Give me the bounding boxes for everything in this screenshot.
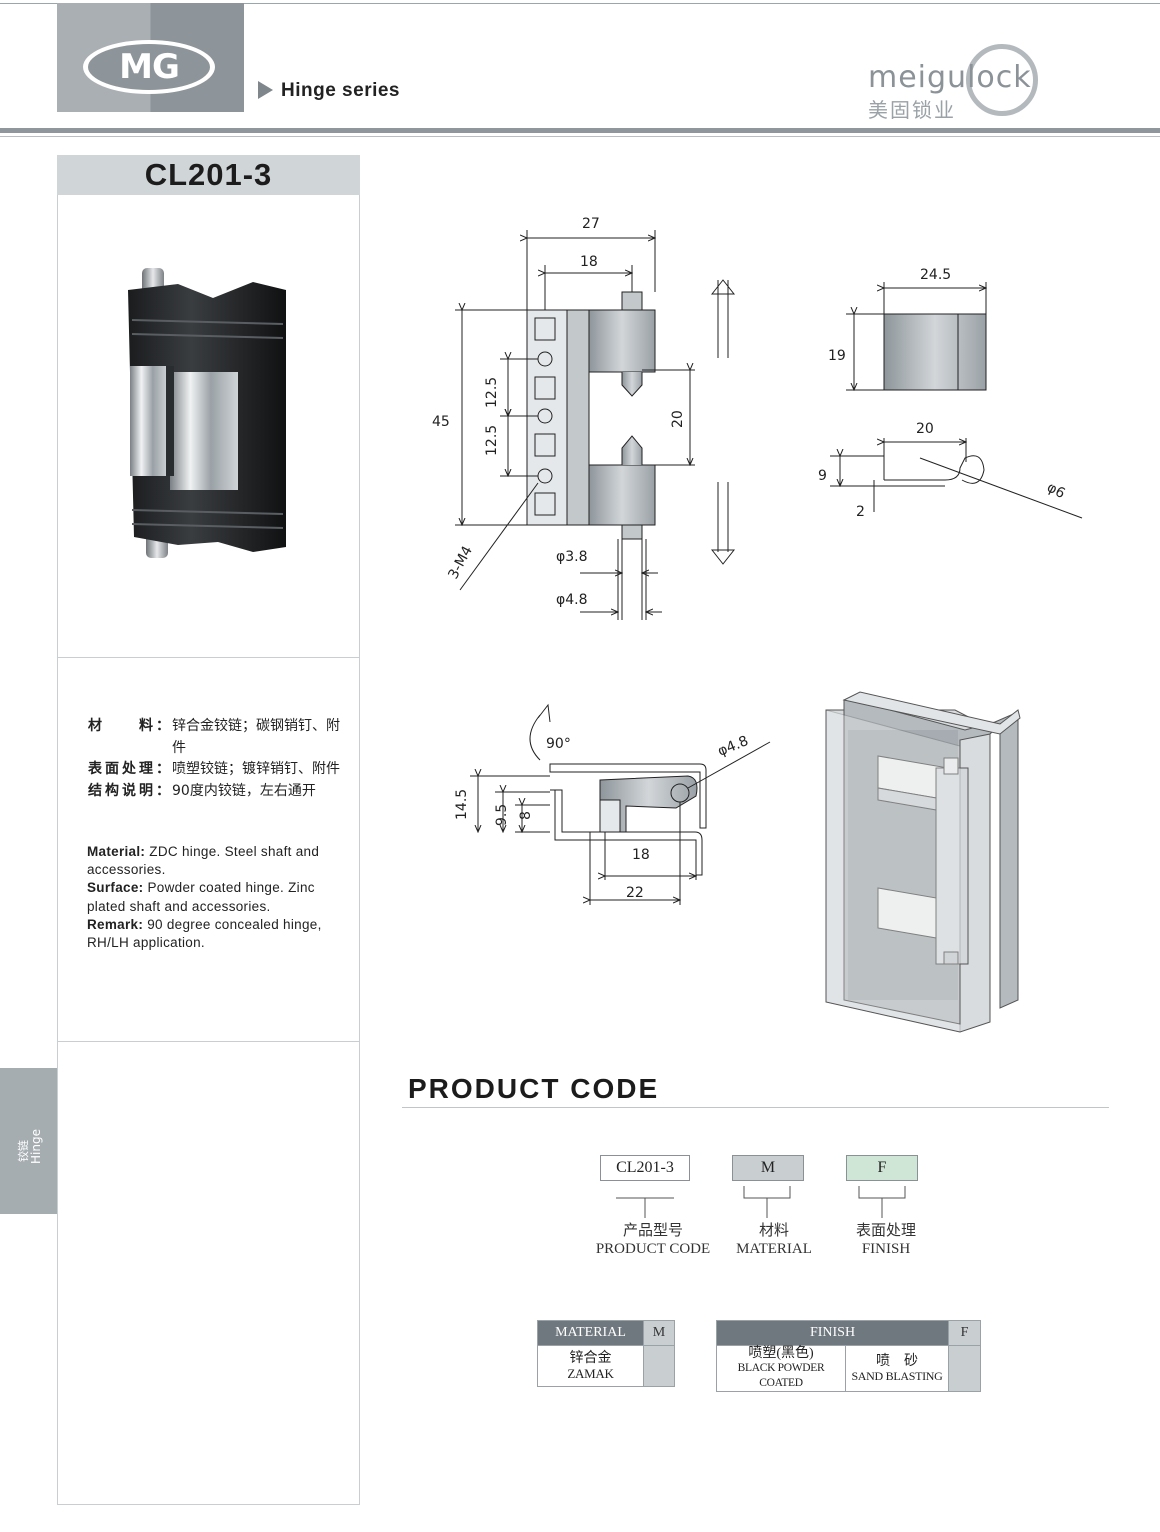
code-box-material: M [732,1155,804,1181]
dim-20: 20 [670,410,686,428]
code-box-finish: F [846,1155,918,1181]
dim-9-5: 9.5 [494,804,510,826]
technical-drawing: 27 18 45 12.5 12.5 20 3-M4 φ3.8 φ4.8 24.… [432,216,1083,1033]
dim-19: 19 [828,348,846,364]
finish-table: FINISH F 喷塑(黑色) BLACK POWDER COATED 喷 砂 … [716,1320,981,1392]
caption-material-en: MATERIAL [736,1241,812,1257]
spec-label: 表面处理： [88,761,170,777]
dim-phi-6: φ6 [1044,479,1068,502]
material-table: MATERIAL M 锌合金 ZAMAK [537,1320,675,1387]
dim-8: 8 [518,811,534,820]
brand-ring-icon [966,44,1038,116]
header-separator [0,128,1160,133]
dim-m4: 3-M4 [445,543,476,581]
spec-value: 锌合金铰链；碳钢销钉、附件 [172,718,340,756]
dim-24-5: 24.5 [920,267,951,283]
dim-phi-3-8: φ3.8 [556,549,588,565]
dim-angle: 90° [546,736,571,752]
caption-model-en: PRODUCT CODE [595,1241,711,1257]
finish-table-blank [948,1345,981,1392]
code-box-model: CL201-3 [600,1155,690,1181]
hinge-photo [128,268,286,558]
model-title: CL201-3 [57,155,360,195]
dim-18-install: 18 [632,847,650,863]
brand-name-cn: 美固锁业 [868,98,956,122]
spec-en-value: 90 degree concealed hinge, RH/LH applica… [87,916,322,951]
dim-22: 22 [626,885,644,901]
dim-14-5: 14.5 [454,789,470,820]
finish-cn: 喷塑(黑色) [748,1346,814,1361]
top-border [0,3,1160,4]
side-tab-en: Hinge [29,1129,43,1164]
product-code-title: PRODUCT CODE [408,1073,660,1104]
specs-cn: 材 料：锌合金铰链；碳钢销钉、附件 表面处理：喷塑铰链；镀锌销钉、附件 结构说明… [88,716,352,802]
code-connectors [616,1186,906,1218]
dim-27: 27 [582,216,600,232]
material-en: ZAMAK [567,1366,614,1381]
front-view [455,230,736,620]
caption-material: 材料 MATERIAL [724,1222,824,1258]
side-tab-cn: 铰链 [16,1140,30,1162]
material-table-code: M [643,1320,675,1346]
dim-2: 2 [856,504,865,520]
caption-model: 产品型号 PRODUCT CODE [588,1222,718,1258]
spec-row: 表面处理：喷塑铰链；镀锌销钉、附件 [88,759,352,781]
dim-phi-4-8: φ4.8 [556,592,588,608]
spec-value: 喷塑铰链；镀锌销钉、附件 [172,761,340,777]
side-view [830,282,1083,519]
specs-en: Material: ZDC hinge. Steel shaft and acc… [87,843,349,952]
dim-9: 9 [818,468,827,484]
material-table-header: MATERIAL [537,1320,644,1346]
spec-en-value: Powder coated hinge. Zinc plated shaft a… [87,880,315,914]
install-view [470,703,771,905]
caption-finish-en: FINISH [861,1241,911,1257]
finish-table-cell: 喷塑(黑色) BLACK POWDER COATED [716,1345,846,1392]
finish-en: SAND BLASTING [851,1368,943,1383]
triangle-icon [258,81,273,99]
spec-en-value: ZDC hinge. Steel shaft and accessories. [87,844,320,878]
series-title: Hinge series [258,80,400,102]
side-tab [0,1068,57,1214]
dim-18: 18 [580,254,598,270]
finish-en: BLACK POWDER COATED [737,1362,825,1389]
cabinet-render [825,691,1021,1033]
spec-en-label: Remark: [87,916,144,932]
logo-text: MG [88,44,210,90]
finish-table-code: F [948,1320,981,1346]
mg-logo: MG [57,3,244,112]
finish-cn: 喷 砂 [876,1353,918,1369]
spec-en-label: Surface: [87,880,144,896]
brand-name: meigulock [868,60,1032,95]
caption-material-cn: 材料 [758,1223,789,1239]
spec-en-row: Remark: 90 degree concealed hinge, RH/LH… [87,916,349,952]
dim-20-side: 20 [916,421,934,437]
caption-finish-cn: 表面处理 [855,1223,916,1239]
spec-en-row: Surface: Powder coated hinge. Zinc plate… [87,879,349,915]
series-label: Hinge series [281,80,400,101]
spec-label: 结构说明： [88,782,170,799]
finish-table-cell: 喷 砂 SAND BLASTING [845,1345,949,1392]
left-column [57,195,360,1505]
divider [57,1041,360,1042]
material-cn: 锌合金 [569,1351,612,1366]
spec-en-row: Material: ZDC hinge. Steel shaft and acc… [87,843,349,879]
dim-12-5a: 12.5 [484,377,500,408]
dim-12-5b: 12.5 [484,425,500,456]
spec-row: 结构说明：90度内铰链，左右通开 [88,781,352,803]
material-table-cell: 锌合金 ZAMAK [537,1345,644,1387]
product-code-rule [402,1107,1109,1108]
divider [57,657,360,658]
spec-label: 材 料： [88,718,170,734]
side-tab-label: 铰链 Hinge [16,1120,44,1164]
header-separator-thin [0,136,1160,137]
spec-value: 90度内铰链，左右通开 [172,782,316,799]
caption-model-cn: 产品型号 [622,1223,683,1239]
spec-row: 材 料：锌合金铰链；碳钢销钉、附件 [88,716,352,759]
side-tab-text: 铰链 Hinge [16,1129,43,1164]
finish-table-header: FINISH [716,1320,949,1346]
material-table-blank [643,1345,675,1387]
caption-finish: 表面处理 FINISH [836,1222,936,1258]
dim-45: 45 [432,414,450,430]
spec-en-label: Material: [87,844,146,859]
